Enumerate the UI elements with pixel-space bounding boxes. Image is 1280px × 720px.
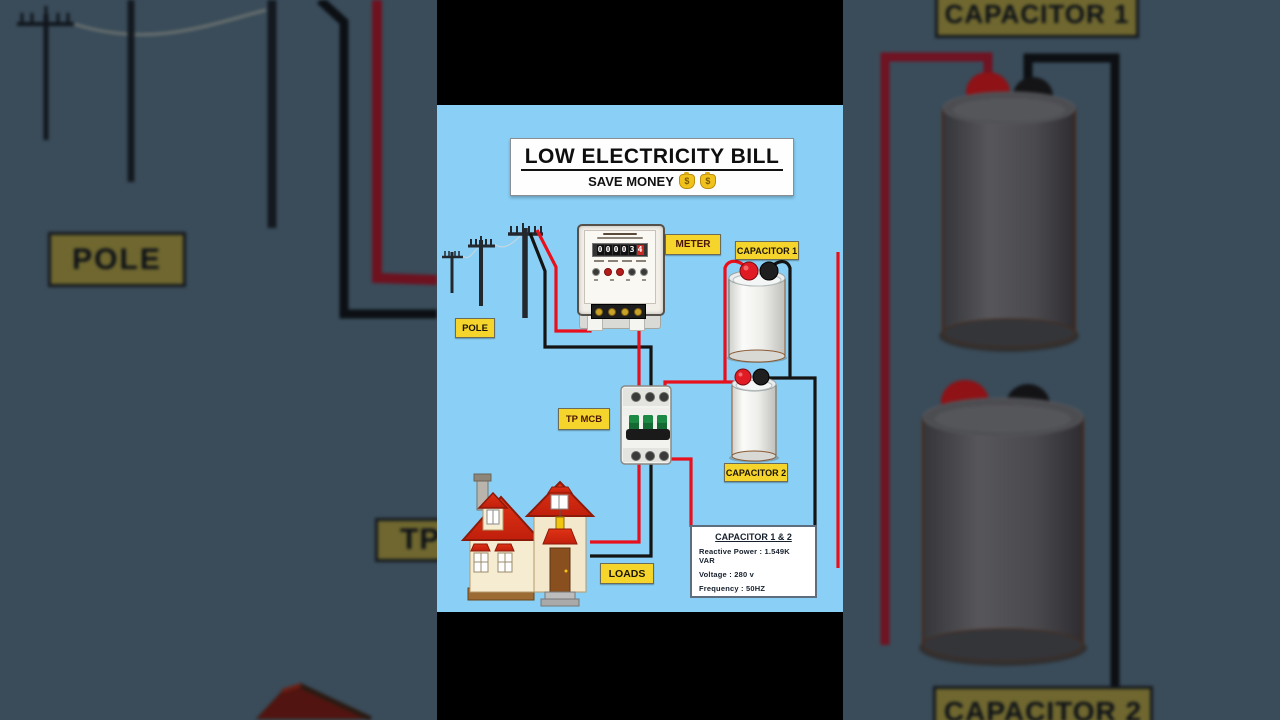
- diagram-scene: [442, 223, 840, 607]
- backdrop-pole-label-text: POLE: [72, 242, 162, 276]
- meter-indicator-dots: [585, 267, 655, 276]
- house-graphic: [460, 473, 596, 607]
- meter-digit: 3: [628, 244, 636, 255]
- house-gable-window: [547, 486, 573, 510]
- backdrop-left-scene: [17, 0, 437, 720]
- house-windows: [470, 543, 515, 573]
- backdrop-right-scene: [880, 52, 1120, 695]
- money-bag-icon: $: [678, 171, 695, 189]
- backdrop-capacitor2-label: CAPACITOR 2: [933, 686, 1153, 720]
- meter-digit-decimal: 4: [636, 244, 644, 255]
- black-wire-mcb-to-loads: [590, 457, 653, 558]
- red-wire-mcb-bottom-right: [663, 457, 693, 527]
- tp-mcb-graphic: [620, 385, 672, 465]
- diagram-panel: 0 0 0 0 3 4: [437, 0, 843, 720]
- meter-body: 0 0 0 0 3 4: [577, 224, 665, 316]
- backdrop-tpmcb-label-partial: TP: [375, 518, 437, 562]
- subtitle-text: SAVE MONEY: [588, 173, 674, 189]
- page-title: LOW ELECTRICITY BILL: [520, 146, 784, 171]
- meter-digit: 0: [620, 244, 628, 255]
- meter-counter: 0 0 0 0 3 4: [592, 242, 648, 257]
- backdrop-left-graphics: POLE TP: [0, 0, 437, 720]
- label-pole: POLE: [455, 318, 495, 338]
- backdrop-house-roof: [254, 682, 373, 720]
- energy-meter-graphic: 0 0 0 0 3 4: [577, 224, 665, 331]
- letterbox-top: [437, 0, 843, 105]
- backdrop-catenary-wire: [73, 8, 267, 37]
- label-capacitor2: CAPACITOR 2: [724, 463, 788, 482]
- meter-face: 0 0 0 0 3 4: [584, 230, 656, 304]
- black-wire-pole-to-mcb: [528, 232, 653, 398]
- backdrop-red-wire-cap1: [880, 52, 993, 645]
- capacitor1-black-terminal: [759, 261, 779, 281]
- backdrop-black-wire-cap1: [1023, 53, 1120, 695]
- capacitor-spec-card: CAPACITOR 1 & 2 Reactive Power : 1.549K …: [690, 525, 817, 598]
- capacitor2-red-terminal: [734, 368, 752, 386]
- letterbox-bottom: [437, 612, 843, 720]
- mcb-toggle-bar: [626, 429, 670, 440]
- title-card: LOW ELECTRICITY BILL SAVE MONEY $ $: [510, 138, 794, 196]
- backdrop-red-wire: [372, 0, 437, 285]
- spec-frequency: Frequency : 50HZ: [699, 584, 766, 593]
- label-loads: LOADS: [600, 563, 654, 584]
- backdrop-capacitor1-label: CAPACITOR 1: [935, 0, 1139, 38]
- backdrop-capacitor1-label-text: CAPACITOR 1: [944, 0, 1130, 29]
- capacitor2-graphic: [729, 368, 779, 463]
- label-capacitor1: CAPACITOR 1: [735, 241, 799, 260]
- backdrop-right-graphics: CAPACITOR 1 CAPACITOR 2: [843, 0, 1280, 720]
- label-tp-mcb: TP MCB: [558, 408, 610, 430]
- spec-card-title: CAPACITOR 1 & 2: [715, 532, 792, 542]
- backdrop-black-wire: [316, 0, 437, 319]
- pole-graphic: [442, 223, 543, 318]
- meter-digit: 0: [596, 244, 604, 255]
- meter-terminal-block: [591, 304, 646, 319]
- meter-digit: 0: [604, 244, 612, 255]
- backdrop-capacitor2-large: [919, 380, 1087, 666]
- backdrop-capacitor2-label-text: CAPACITOR 2: [943, 696, 1143, 720]
- red-wire-junction-to-mcb: [663, 380, 725, 398]
- capacitor2-black-terminal: [752, 368, 770, 386]
- backdrop-pole-label: POLE: [48, 232, 186, 287]
- backdrop-pole-small: [17, 6, 74, 140]
- backdrop-right: CAPACITOR 1 CAPACITOR 2: [843, 0, 1280, 720]
- meter-digit: 0: [612, 244, 620, 255]
- backdrop-tpmcb-label-text: TP: [400, 523, 437, 556]
- black-wire-return: [790, 376, 817, 527]
- backdrop-left: POLE TP: [0, 0, 437, 720]
- label-meter: METER: [665, 234, 721, 255]
- house-lantern: [555, 516, 565, 530]
- money-bag-icon: $: [699, 171, 716, 189]
- spec-reactive-power: Reactive Power : 1.549K VAR: [699, 547, 790, 565]
- spec-voltage: Voltage : 280 v: [699, 570, 754, 579]
- page-subtitle: SAVE MONEY $ $: [588, 171, 716, 189]
- capacitor1-graphic: [727, 261, 787, 363]
- capacitor1-red-terminal: [739, 261, 759, 281]
- backdrop-capacitor1-large: [939, 72, 1079, 352]
- red-wire-mcb-to-loads: [590, 457, 641, 544]
- house-door-awning: [542, 528, 578, 545]
